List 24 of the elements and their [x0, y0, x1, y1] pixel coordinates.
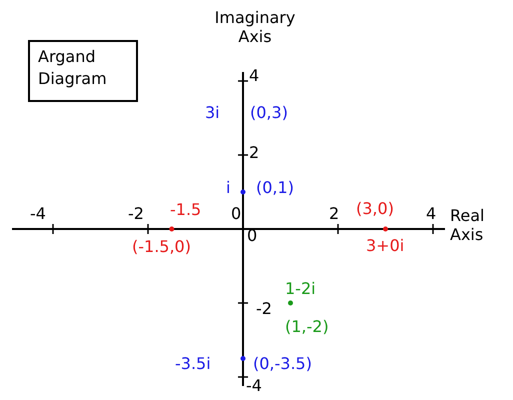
tick-label: 0 [231, 204, 242, 223]
point-label: (0,1) [256, 178, 294, 197]
tick-label: -4 [246, 376, 262, 395]
tick-label: 4 [426, 204, 436, 223]
point-label: 1-2i [285, 279, 316, 298]
axis-title: Real Axis [450, 206, 486, 244]
point-label: (0,3) [250, 103, 288, 122]
tick-label: -2 [128, 204, 144, 223]
point-label: (-1.5,0) [132, 237, 191, 256]
point-label: -3.5i [175, 354, 211, 373]
axis-title: Imaginary Axis [214, 8, 296, 46]
tick-label: -2 [256, 299, 272, 318]
point-label: (3,0) [356, 199, 394, 218]
point-label: -1.5 [170, 200, 202, 219]
tick-label: -4 [30, 204, 46, 223]
point-label: i [226, 178, 230, 197]
tick-label: 4 [249, 66, 260, 85]
point-label: 3+0i [366, 236, 404, 255]
tick-label: 2 [249, 143, 260, 162]
title-box: Argand Diagram [28, 40, 138, 102]
point-label: (0,-3.5) [253, 354, 312, 373]
point-label: (1,-2) [285, 317, 329, 336]
tick-label: 2 [329, 204, 340, 223]
point-label: 3i [205, 103, 220, 122]
